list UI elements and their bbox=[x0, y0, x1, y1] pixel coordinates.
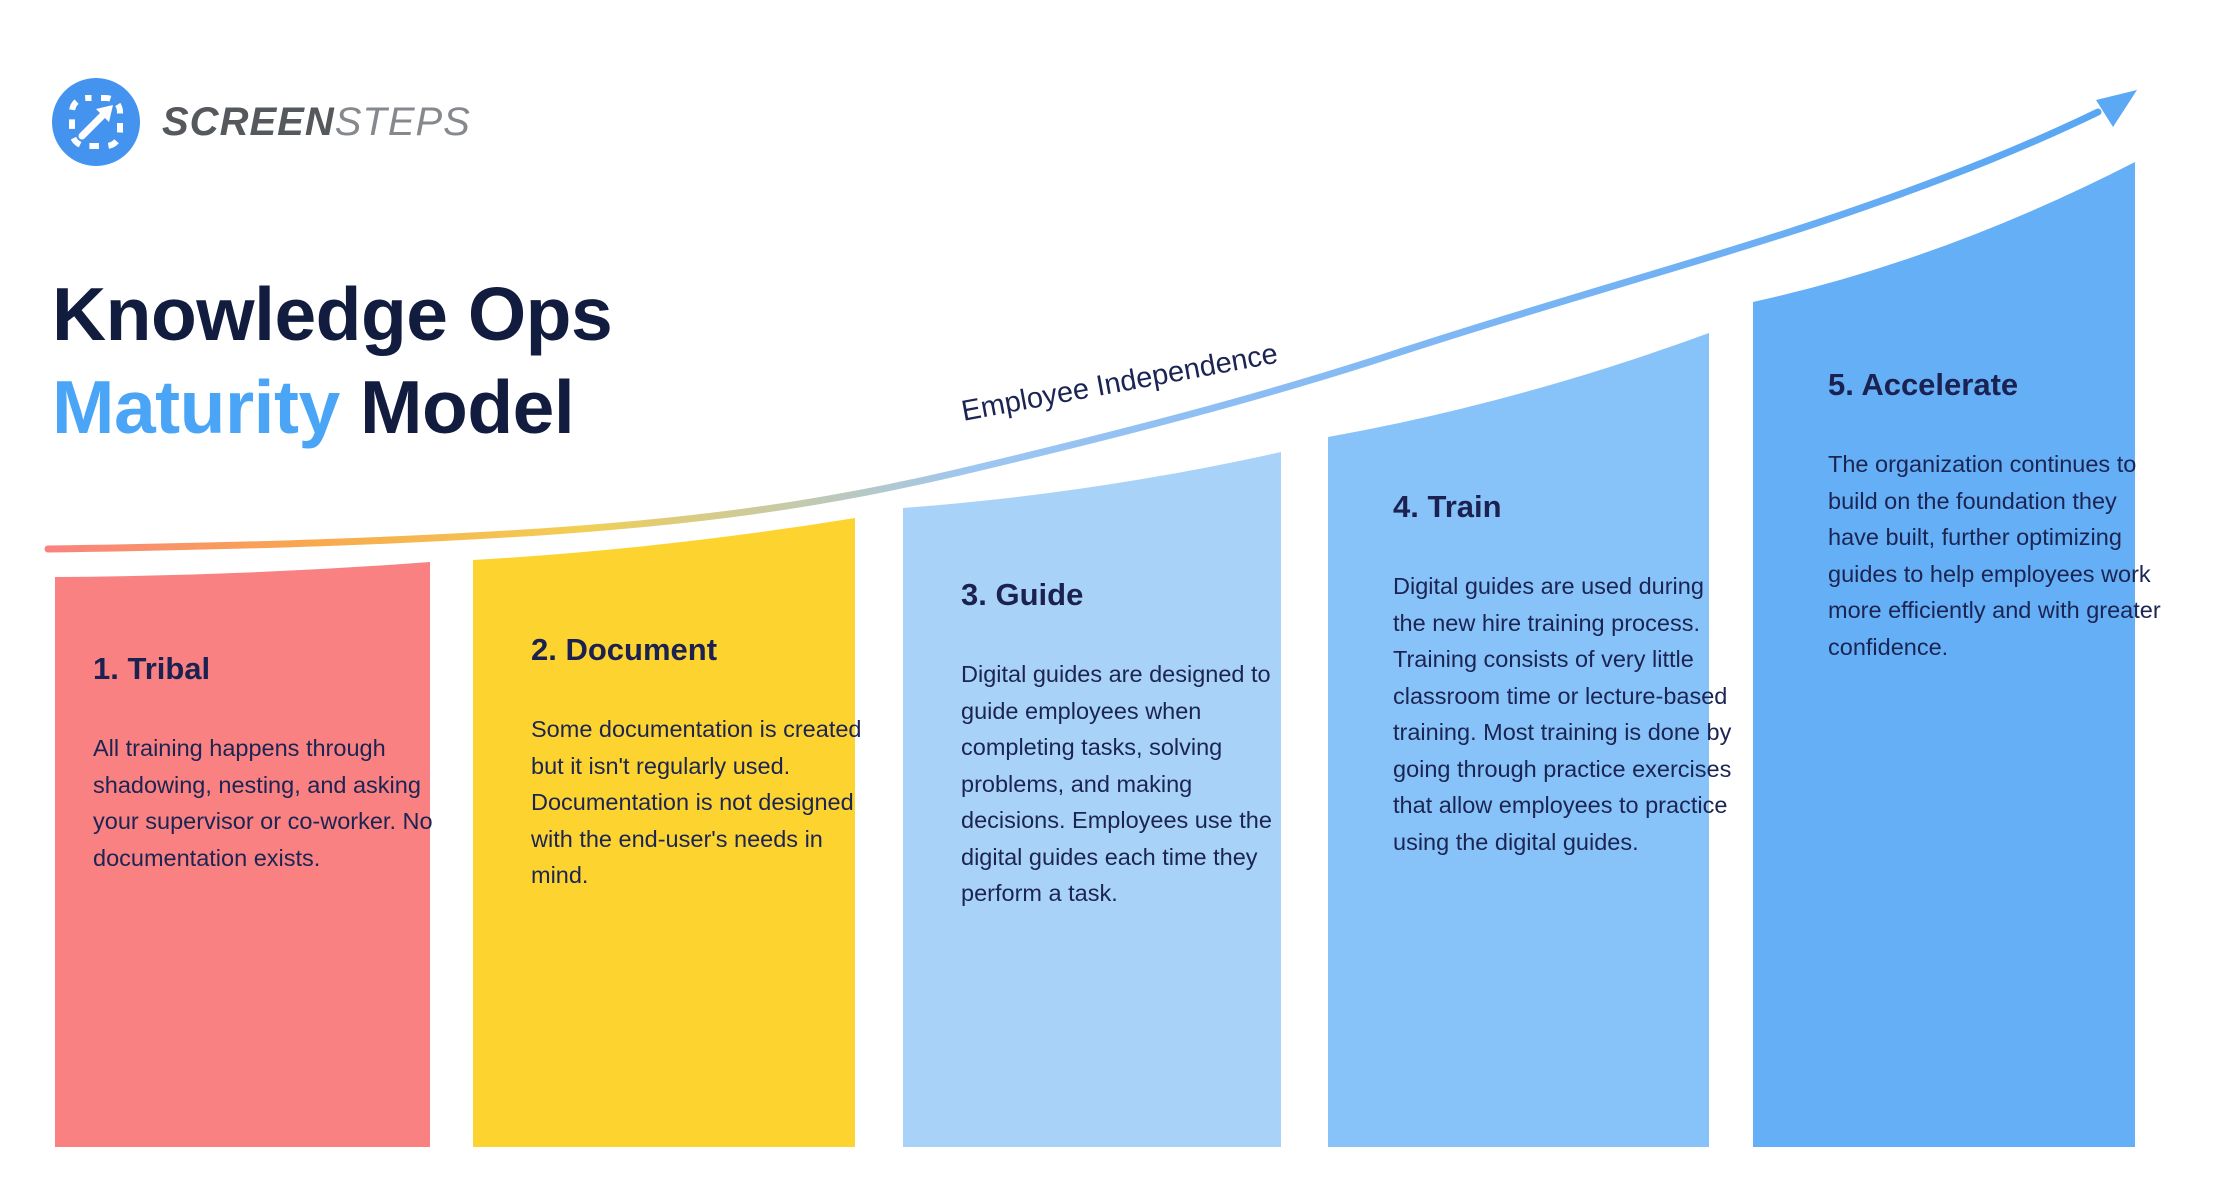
stage-block-tribal: 1. Tribal All training happens through s… bbox=[93, 650, 433, 876]
stage-column-1 bbox=[55, 562, 430, 1147]
brand-header: SCREENSTEPS bbox=[52, 78, 471, 166]
arrowhead-icon bbox=[2096, 90, 2137, 127]
page-title-rest: Model bbox=[339, 365, 575, 450]
stage-description: The organization continues to build on t… bbox=[1828, 451, 2161, 660]
brand-wordmark: SCREENSTEPS bbox=[162, 100, 471, 145]
stage-column-4 bbox=[1328, 333, 1709, 1147]
stage-label: 2. Document bbox=[531, 632, 718, 667]
page-title-line2: Maturity Model bbox=[52, 361, 612, 454]
stage-block-document: 2. Document Some documentation is create… bbox=[531, 631, 871, 894]
stage-description: Digital guides are used during the new h… bbox=[1393, 573, 1732, 855]
stage-block-train: 4. Train Digital guides are used during … bbox=[1393, 488, 1733, 860]
stage-column-3 bbox=[903, 452, 1281, 1147]
page-title: Knowledge Ops Maturity Model bbox=[52, 268, 613, 454]
stage-label: 4. Train bbox=[1393, 489, 1502, 524]
stage-description: Some documentation is created but it isn… bbox=[531, 716, 862, 888]
stage-column-5 bbox=[1753, 162, 2135, 1147]
stage-block-guide: 3. Guide Digital guides are designed to … bbox=[961, 576, 1301, 912]
stage-label: 3. Guide bbox=[961, 577, 1084, 612]
page-title-line1: Knowledge Ops bbox=[52, 272, 613, 357]
brand-wordmark-secondary: STEPS bbox=[334, 99, 471, 144]
screensteps-logo-icon bbox=[52, 78, 140, 166]
growth-curve bbox=[44, 108, 2102, 553]
stage-label: 5. Accelerate bbox=[1828, 367, 2019, 402]
stage-label: 1. Tribal bbox=[93, 651, 211, 686]
brand-wordmark-primary: SCREEN bbox=[162, 99, 335, 144]
page-title-highlight: Maturity bbox=[52, 365, 340, 450]
stage-description: All training happens through shadowing, … bbox=[93, 735, 433, 871]
stage-block-accelerate: 5. Accelerate The organization continues… bbox=[1828, 366, 2168, 665]
stage-description: Digital guides are designed to guide emp… bbox=[961, 661, 1272, 906]
stage-column-2 bbox=[473, 518, 855, 1147]
